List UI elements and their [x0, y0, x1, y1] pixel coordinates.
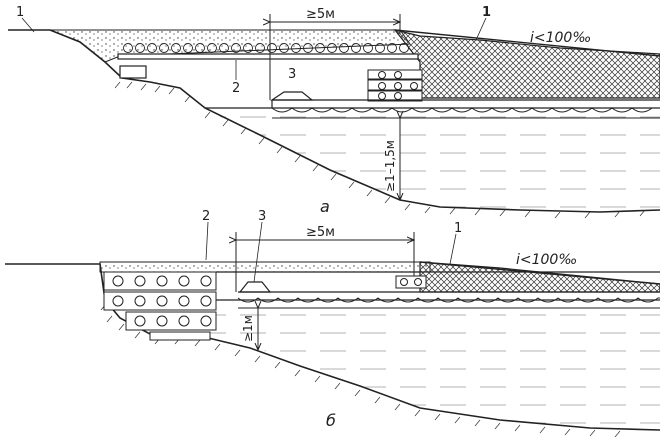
- marker-1-right-a: 1: [482, 5, 491, 20]
- ramp-top-a: [394, 29, 660, 57]
- ice-deck-a: [271, 99, 660, 119]
- ramp-top-b: [419, 261, 660, 285]
- slope-label-a: i<100‰: [530, 30, 591, 46]
- leader-1-left-a: [21, 17, 35, 33]
- ground-hatch-a: [114, 81, 646, 219]
- ramp-fill-a: [393, 29, 660, 99]
- marker-1-left-a: 1: [16, 5, 24, 20]
- span-label-b: ≥5м: [306, 225, 335, 240]
- diagram-a: ≥5м ≥1–1,5м 1 1 i<100‰ 2 3 а: [8, 5, 660, 219]
- sand-fill-b: [99, 261, 431, 273]
- slope-label-b: i<100‰: [516, 252, 577, 268]
- marker-1-b: 1: [454, 221, 462, 236]
- caption-a: а: [320, 197, 330, 216]
- depth-label-a: ≥1–1,5м: [383, 140, 397, 192]
- caption-b: б: [326, 411, 336, 430]
- leader-3-b: [253, 221, 263, 283]
- crib-a: [367, 69, 423, 102]
- ice-deck-b: [237, 291, 660, 309]
- sill-a: [119, 65, 147, 79]
- water-b: [150, 300, 660, 430]
- water-a: [205, 108, 660, 212]
- pontoon-a: [270, 91, 314, 101]
- leader-2-b: [205, 221, 209, 261]
- span-label-a: ≥5м: [306, 7, 335, 22]
- leader-1-b: [449, 233, 457, 265]
- log-row-top-a: [123, 43, 409, 53]
- marker-3-a: 3: [288, 67, 296, 82]
- leader-1-right-a: [475, 17, 487, 41]
- pontoon-b: [238, 281, 272, 293]
- marker-2-b: 2: [202, 209, 210, 224]
- diagram-b: ≥5м ≥1м 2 3 1 i<100‰ б: [5, 209, 660, 437]
- deck-beam-a: [117, 53, 419, 60]
- ramp-crib-b: [395, 275, 427, 289]
- marker-2-a: 2: [232, 81, 240, 96]
- marker-3-b: 3: [258, 209, 266, 224]
- depth-label-b: ≥1м: [241, 315, 255, 342]
- crib-b: [103, 271, 217, 341]
